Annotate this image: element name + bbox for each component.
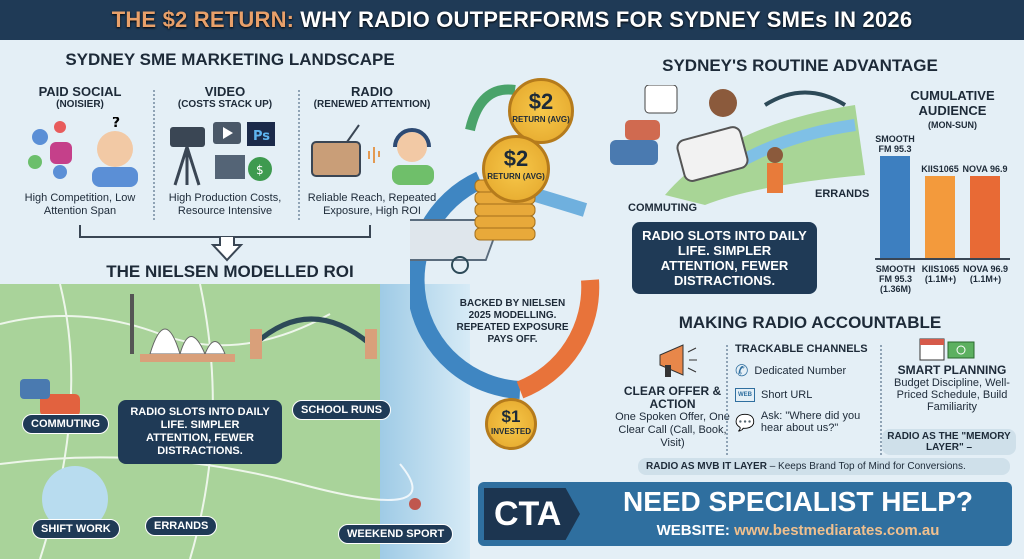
- routine-title: SYDNEY'S ROUTINE ADVANTAGE: [662, 56, 938, 75]
- website-link[interactable]: www.bestmediarates.com.au: [734, 522, 940, 539]
- bar-0: [880, 156, 910, 258]
- cta-headline: NEED SPECIALIST HELP?: [622, 486, 974, 517]
- tag-school-runs: SCHOOL RUNS: [292, 400, 392, 420]
- memory-layer-box: RADIO AS THE "MEMORY LAYER" –: [882, 429, 1016, 455]
- channel-item: 💬Ask: "Where did you hear about us?": [735, 410, 861, 434]
- roi-cycle-arrows: [410, 84, 600, 399]
- label-commuting: COMMUTING: [628, 202, 698, 214]
- bar-label: NOVA 96.9: [962, 163, 1008, 174]
- map-illustration: [0, 284, 421, 559]
- social-media-icon: ?: [10, 116, 150, 188]
- channels-block: TRACKABLE CHANNELS ✆Dedicated Number WEB…: [735, 343, 885, 434]
- landscape-title: SYDNEY SME MARKETING LANDSCAPE: [65, 50, 395, 69]
- tag-errands: ERRANDS: [145, 516, 218, 536]
- planning-block: SMART PLANNING Budget Discipline, Well-P…: [894, 363, 1010, 414]
- svg-text:$: $: [256, 163, 264, 177]
- bar-2: [970, 175, 1000, 258]
- routine-callout: RADIO SLOTS INTO DAILY LIFE. SIMPLER ATT…: [632, 222, 817, 294]
- tag-weekend-sport: WEEKEND SPORT: [338, 524, 454, 544]
- memory-layer-strip: RADIO AS MVB IT LAYER – Keeps Brand Top …: [638, 458, 1010, 475]
- video-column: VIDEO (COSTS STACK UP) Ps$ High Producti…: [155, 84, 295, 217]
- roi-title: THE NIELSEN MODELLED ROI: [106, 262, 354, 281]
- merge-arrow-icon: [79, 225, 371, 262]
- paid-social-column: PAID SOCIAL (NOISIER) ? High Competition…: [10, 84, 150, 217]
- chart-bottom-labels: SMOOTH FM 95.3 (1.36M)KIIS1065 (1.1M+)NO…: [872, 264, 1017, 304]
- chart-subtitle: (MON-SUN): [928, 120, 977, 130]
- sydney-map: COMMUTING SCHOOL RUNS SHIFT WORK ERRANDS…: [0, 284, 470, 559]
- radio-icon: [302, 116, 442, 188]
- radio-column: RADIO (RENEWED ATTENTION) Reliable Reach…: [302, 84, 442, 217]
- channel-item: ✆Dedicated Number: [735, 361, 847, 380]
- svg-text:Ps: Ps: [253, 129, 270, 144]
- bar-1: [925, 175, 955, 258]
- bar-label: KIIS1065: [921, 163, 959, 174]
- bar-bottom-label: NOVA 96.9 (1.1M+): [962, 264, 1009, 284]
- svg-text:?: ?: [112, 117, 120, 131]
- bar-bottom-label: KIIS1065 (1.1M+): [921, 264, 960, 284]
- megaphone-icon: [659, 344, 697, 377]
- header-title: THE $2 RETURN:WHY RADIO OUTPERFORMS FOR …: [0, 0, 1024, 40]
- chart-title: CUMULATIVE AUDIENCE: [910, 88, 995, 118]
- roi-note: BACKED BY NIELSEN 2025 MODELLING. REPEAT…: [456, 298, 569, 345]
- offer-block: CLEAR OFFER & ACTION One Spoken Offer, O…: [615, 384, 730, 450]
- chat-icon: 💬: [735, 412, 755, 432]
- cta-website-line: WEBSITE: www.bestmediarates.com.au: [656, 522, 940, 539]
- tag-shift-work: SHIFT WORK: [32, 519, 120, 539]
- phone-icon: ✆: [735, 361, 749, 380]
- bar-bottom-label: SMOOTH FM 95.3 (1.36M): [875, 264, 916, 294]
- calendar-money-icon: [919, 338, 975, 361]
- bar-label: SMOOTH FM 95.3: [875, 134, 915, 154]
- web-icon: WEB: [735, 388, 755, 402]
- video-camera-icon: Ps $: [155, 116, 295, 188]
- routine-illustration: [610, 85, 865, 205]
- accountable-title: MAKING RADIO ACCOUNTABLE: [678, 313, 942, 332]
- map-callout: RADIO SLOTS INTO DAILY LIFE. SIMPLER ATT…: [118, 400, 282, 464]
- tag-commuting: COMMUTING: [22, 414, 110, 434]
- cta-badge: CTA: [484, 488, 580, 540]
- label-errands: ERRANDS: [815, 188, 870, 200]
- cta-banner[interactable]: CTA NEED SPECIALIST HELP? WEBSITE: www.b…: [478, 482, 1012, 546]
